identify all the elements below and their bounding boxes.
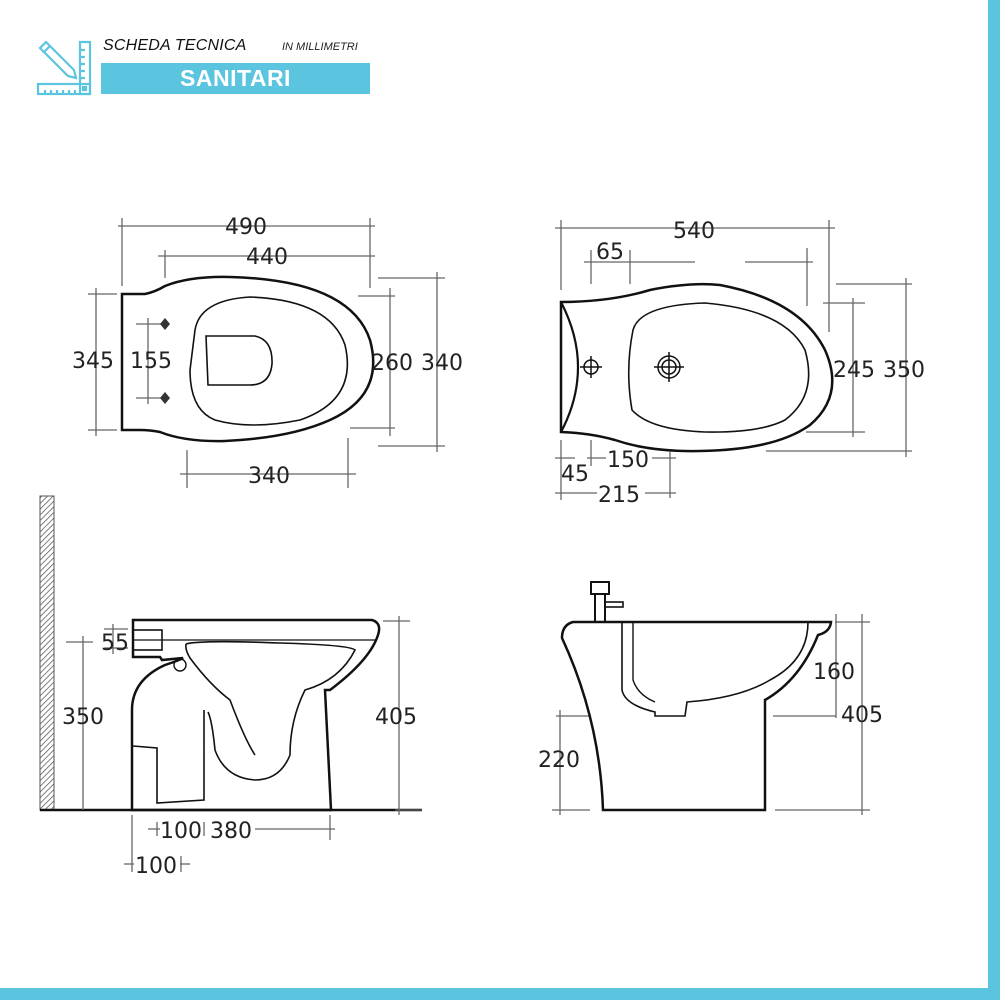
dim-fixing-spacing: 155: [130, 349, 172, 374]
dim-wall-to-outlet: 100: [135, 854, 177, 879]
dim-overall-height: 405: [375, 705, 417, 730]
wc-top-view: 490 440 345 155 260 340 340: [72, 215, 463, 489]
dim-inlet-height: 350: [62, 705, 104, 730]
dim-overall-height: 405: [841, 703, 883, 728]
dim-outlet-width: 100: [160, 819, 202, 844]
dim-overall-width: 340: [421, 351, 463, 376]
dim-rear-width: 345: [72, 349, 114, 374]
dim-tap-hole-offset: 65: [596, 240, 624, 265]
sheet-title: SCHEDA TECNICA: [103, 37, 247, 54]
dim-outlet-to-front: 380: [210, 819, 252, 844]
dim-overall-width: 350: [883, 358, 925, 383]
ruler-pencil-icon: [36, 40, 92, 96]
accent-border-right: [988, 0, 1000, 1000]
dim-inner-width: 245: [833, 358, 875, 383]
wc-side-view: 55 350 405 100 380 100: [39, 495, 422, 879]
dim-drain-height: 220: [538, 748, 580, 773]
dim-drain-distance: 215: [598, 483, 640, 508]
dim-front-section: 340: [248, 464, 290, 489]
unit-label: IN MILLIMETRI: [282, 41, 358, 53]
dim-bowl-length: 440: [246, 245, 288, 270]
dim-bowl-depth: 160: [813, 660, 855, 685]
bidet-side-view: 160 405 220: [538, 581, 883, 815]
bidet-top-view: 540 65 245 350 45 150 215: [555, 219, 925, 508]
dim-drain-offset: 150: [607, 448, 649, 473]
dim-rim-thickness: 55: [101, 631, 129, 656]
accent-border-bottom: [0, 988, 1000, 1000]
dim-inner-width: 260: [371, 351, 413, 376]
dim-overall-length: 540: [673, 219, 715, 244]
category-banner: SANITARI: [101, 63, 370, 94]
dim-overall-length: 490: [225, 215, 267, 240]
dim-rear-offset: 45: [561, 462, 589, 487]
